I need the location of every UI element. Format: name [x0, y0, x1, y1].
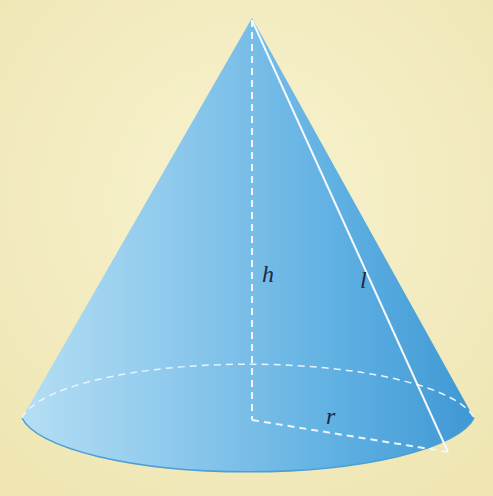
cone-surface — [22, 18, 474, 472]
base-hidden-edge — [22, 364, 474, 418]
dimension-label: r — [326, 404, 335, 428]
height-line — [251, 20, 253, 420]
radius-line — [252, 420, 448, 452]
base-edge — [22, 418, 474, 472]
slant-line — [252, 20, 448, 452]
dimension-label: l — [360, 268, 367, 292]
dimension-label: h — [262, 262, 274, 286]
